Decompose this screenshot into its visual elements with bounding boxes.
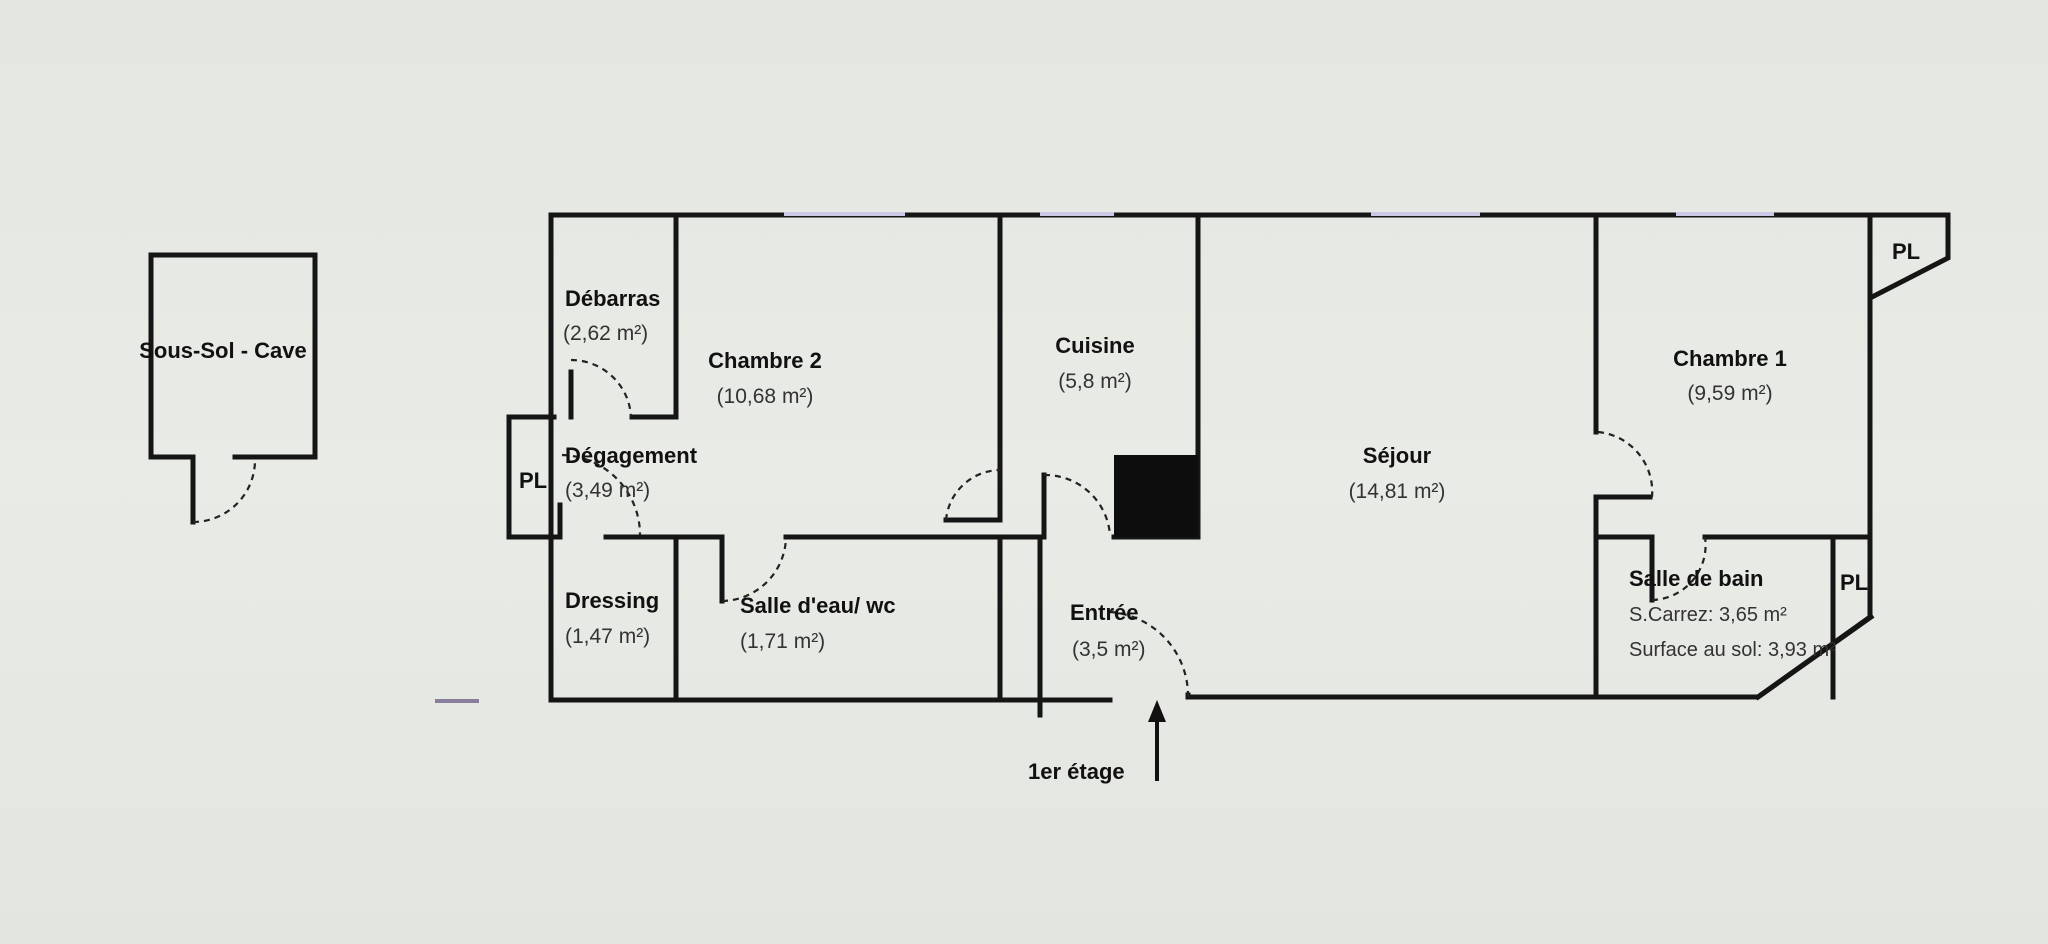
cave-label: Sous-Sol - Cave xyxy=(139,338,306,363)
room-name: Chambre 1 xyxy=(1673,346,1787,371)
room-area: (1,47 m²) xyxy=(565,625,650,648)
room-area: (1,71 m²) xyxy=(740,630,825,653)
room-carrez-area: S.Carrez: 3,65 m² xyxy=(1629,604,1787,626)
room-name: Séjour xyxy=(1363,443,1432,468)
room-area: (10,68 m²) xyxy=(717,385,814,408)
chimney-block xyxy=(1114,455,1198,537)
room-area: (2,62 m²) xyxy=(563,322,648,345)
room-area: (3,5 m²) xyxy=(1072,638,1146,661)
room-area: (3,49 m²) xyxy=(565,479,650,502)
room-name: Dressing xyxy=(565,588,659,613)
closet-label: PL xyxy=(1892,239,1920,264)
closet-label: PL xyxy=(1840,570,1868,595)
closet-label: PL xyxy=(519,468,547,493)
room-name: Salle d'eau/ wc xyxy=(740,593,896,618)
room-area: (5,8 m²) xyxy=(1058,370,1132,393)
room-name: Salle de bain xyxy=(1629,566,1764,591)
room-name: Débarras xyxy=(565,286,660,311)
room-name: Dégagement xyxy=(565,443,698,468)
cave-walls xyxy=(148,252,318,525)
room-area: (14,81 m²) xyxy=(1349,480,1446,503)
entry-arrow-icon xyxy=(1148,700,1166,781)
room-name: Entrée xyxy=(1070,600,1138,625)
room-name: Cuisine xyxy=(1055,333,1134,358)
door-swings xyxy=(561,358,1707,698)
level-label: 1er étage xyxy=(1028,759,1125,784)
room-area: (9,59 m²) xyxy=(1687,382,1772,405)
room-name: Chambre 2 xyxy=(708,348,822,373)
room-floor-area: Surface au sol: 3,93 m² xyxy=(1629,639,1836,661)
